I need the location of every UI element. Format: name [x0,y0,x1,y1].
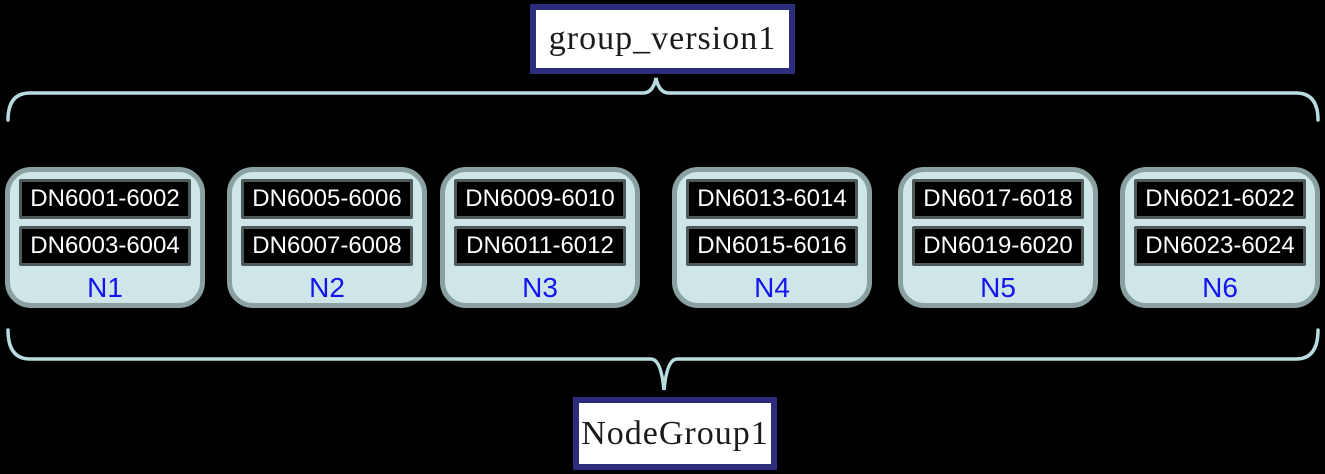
dn-range-box: DN6013-6014 [686,179,858,219]
dn-range-box: DN6021-6022 [1134,179,1306,219]
node-box-n5: DN6017-6018 DN6019-6020 N5 [898,167,1098,308]
dn-range-box: DN6017-6018 [912,179,1084,219]
group-version-label: group_version1 [548,20,777,57]
node-label-n2: N2 [309,272,345,303]
node-box-n4: DN6013-6014 DN6015-6016 N4 [672,167,872,308]
node-box-n2: DN6005-6006 DN6007-6008 N2 [227,167,427,308]
node-box-n3: DN6009-6010 DN6011-6012 N3 [440,167,640,308]
node-box-n1: DN6001-6002 DN6003-6004 N1 [5,167,205,308]
dn-range-box: DN6003-6004 [19,226,191,266]
dn-range-box: DN6005-6006 [241,179,413,219]
node-label-n6: N6 [1202,272,1238,303]
node-label-n1: N1 [87,272,123,303]
node-label-n3: N3 [522,272,558,303]
dn-range-box: DN6011-6012 [454,226,626,266]
dn-range-box: DN6019-6020 [912,226,1084,266]
dn-range-box: DN6007-6008 [241,226,413,266]
node-label-n4: N4 [754,272,790,303]
node-label-n5: N5 [980,272,1016,303]
dn-range-box: DN6023-6024 [1134,226,1306,266]
dn-range-box: DN6009-6010 [454,179,626,219]
dn-range-box: DN6015-6016 [686,226,858,266]
nodegroup-label: NodeGroup1 [581,414,769,452]
node-box-n6: DN6021-6022 DN6023-6024 N6 [1120,167,1320,308]
nodegroup-label-box: NodeGroup1 [573,397,777,470]
dn-range-box: DN6001-6002 [19,179,191,219]
group-version-label-box: group_version1 [530,4,795,74]
